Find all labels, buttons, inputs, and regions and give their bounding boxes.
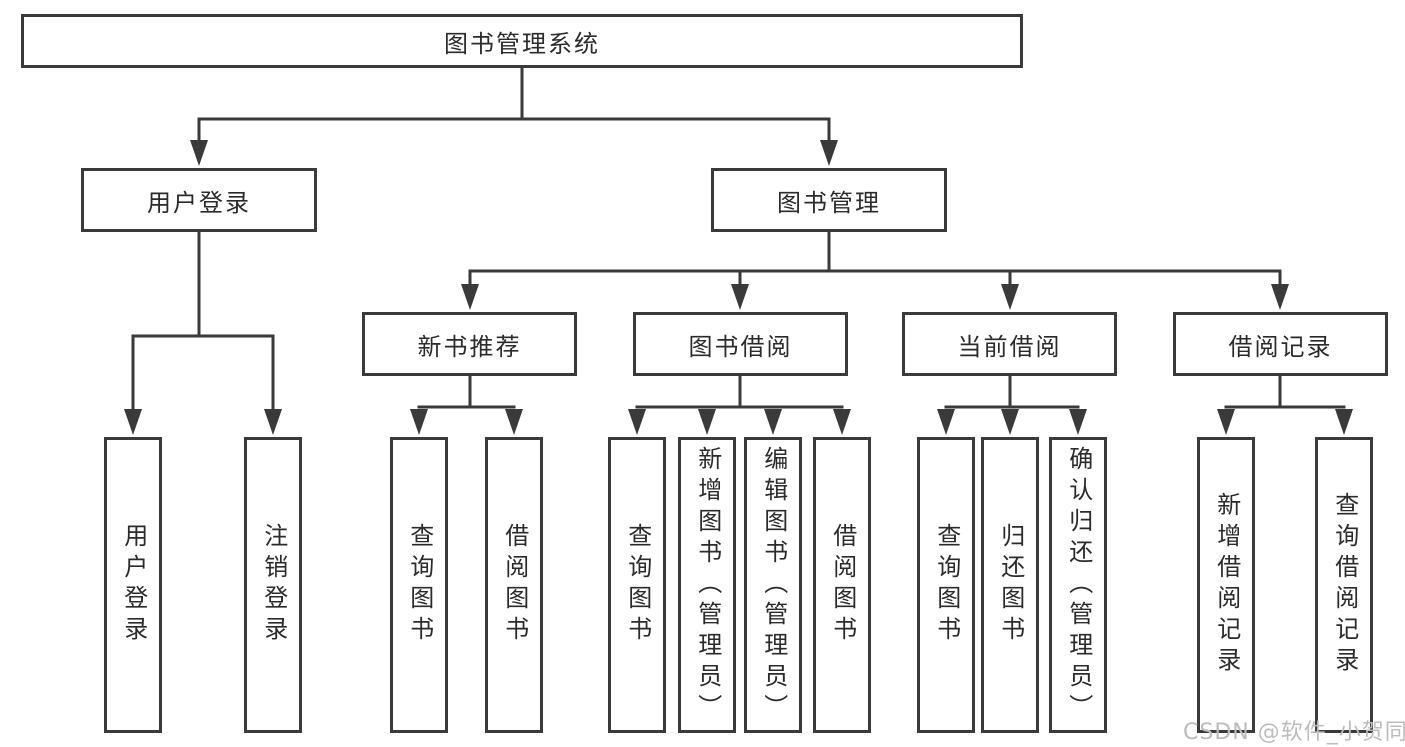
node-label: 借阅图书 <box>500 523 529 647</box>
node-label: 注销登录 <box>259 523 288 647</box>
node-book-borrowing: 图书借阅 <box>633 312 848 376</box>
node-records-query-borrow-record: 查询借阅记录 <box>1315 437 1373 733</box>
node-records-add-borrow-record: 新增借阅记录 <box>1197 437 1255 733</box>
node-label: 新增借阅记录 <box>1212 492 1241 678</box>
node-current-return-books: 归还图书 <box>981 437 1039 733</box>
node-book-management: 图书管理 <box>711 168 947 232</box>
node-current-query-books: 查询图书 <box>917 437 975 733</box>
node-label: 编辑图书（管理员） <box>759 445 788 725</box>
node-label: 查询图书 <box>405 523 434 647</box>
node-current-confirm-return-admin: 确认归还（管理员） <box>1049 437 1107 733</box>
node-user-login: 用户登录 <box>81 168 317 232</box>
node-borrowing-edit-books-admin: 编辑图书（管理员） <box>744 437 802 733</box>
node-label: 查询图书 <box>623 523 652 647</box>
node-new-book-recommendation: 新书推荐 <box>362 312 577 376</box>
node-recommend-borrow-books: 借阅图书 <box>485 437 543 733</box>
node-borrowing-records: 借阅记录 <box>1173 312 1388 376</box>
node-logout-action: 注销登录 <box>244 437 302 733</box>
node-user-login-action: 用户登录 <box>104 437 162 733</box>
node-label: 图书管理 <box>777 188 881 217</box>
node-label: 新增图书（管理员） <box>693 445 722 725</box>
node-label: 借阅记录 <box>1228 332 1333 361</box>
node-label: 用户登录 <box>147 188 251 217</box>
node-borrowing-borrow-books: 借阅图书 <box>813 437 871 733</box>
node-current-borrowing: 当前借阅 <box>902 312 1117 376</box>
node-library-management-system: 图书管理系统 <box>21 14 1023 68</box>
node-label: 当前借阅 <box>957 332 1062 361</box>
node-label: 归还图书 <box>996 523 1025 647</box>
csdn-watermark: CSDN @软件_小贺同学 <box>1183 720 1405 745</box>
node-label: 确认归还（管理员） <box>1064 445 1093 725</box>
node-borrowing-add-books-admin: 新增图书（管理员） <box>678 437 736 733</box>
node-recommend-query-books: 查询图书 <box>390 437 448 733</box>
node-label: 图书借阅 <box>688 332 793 361</box>
node-label: 查询图书 <box>932 523 961 647</box>
node-label: 查询借阅记录 <box>1330 492 1359 678</box>
node-borrowing-query-books: 查询图书 <box>608 437 666 733</box>
node-label: 用户登录 <box>119 523 148 647</box>
node-label: 借阅图书 <box>828 523 857 647</box>
node-label: 新书推荐 <box>417 332 522 361</box>
node-label: 图书管理系统 <box>444 29 600 58</box>
